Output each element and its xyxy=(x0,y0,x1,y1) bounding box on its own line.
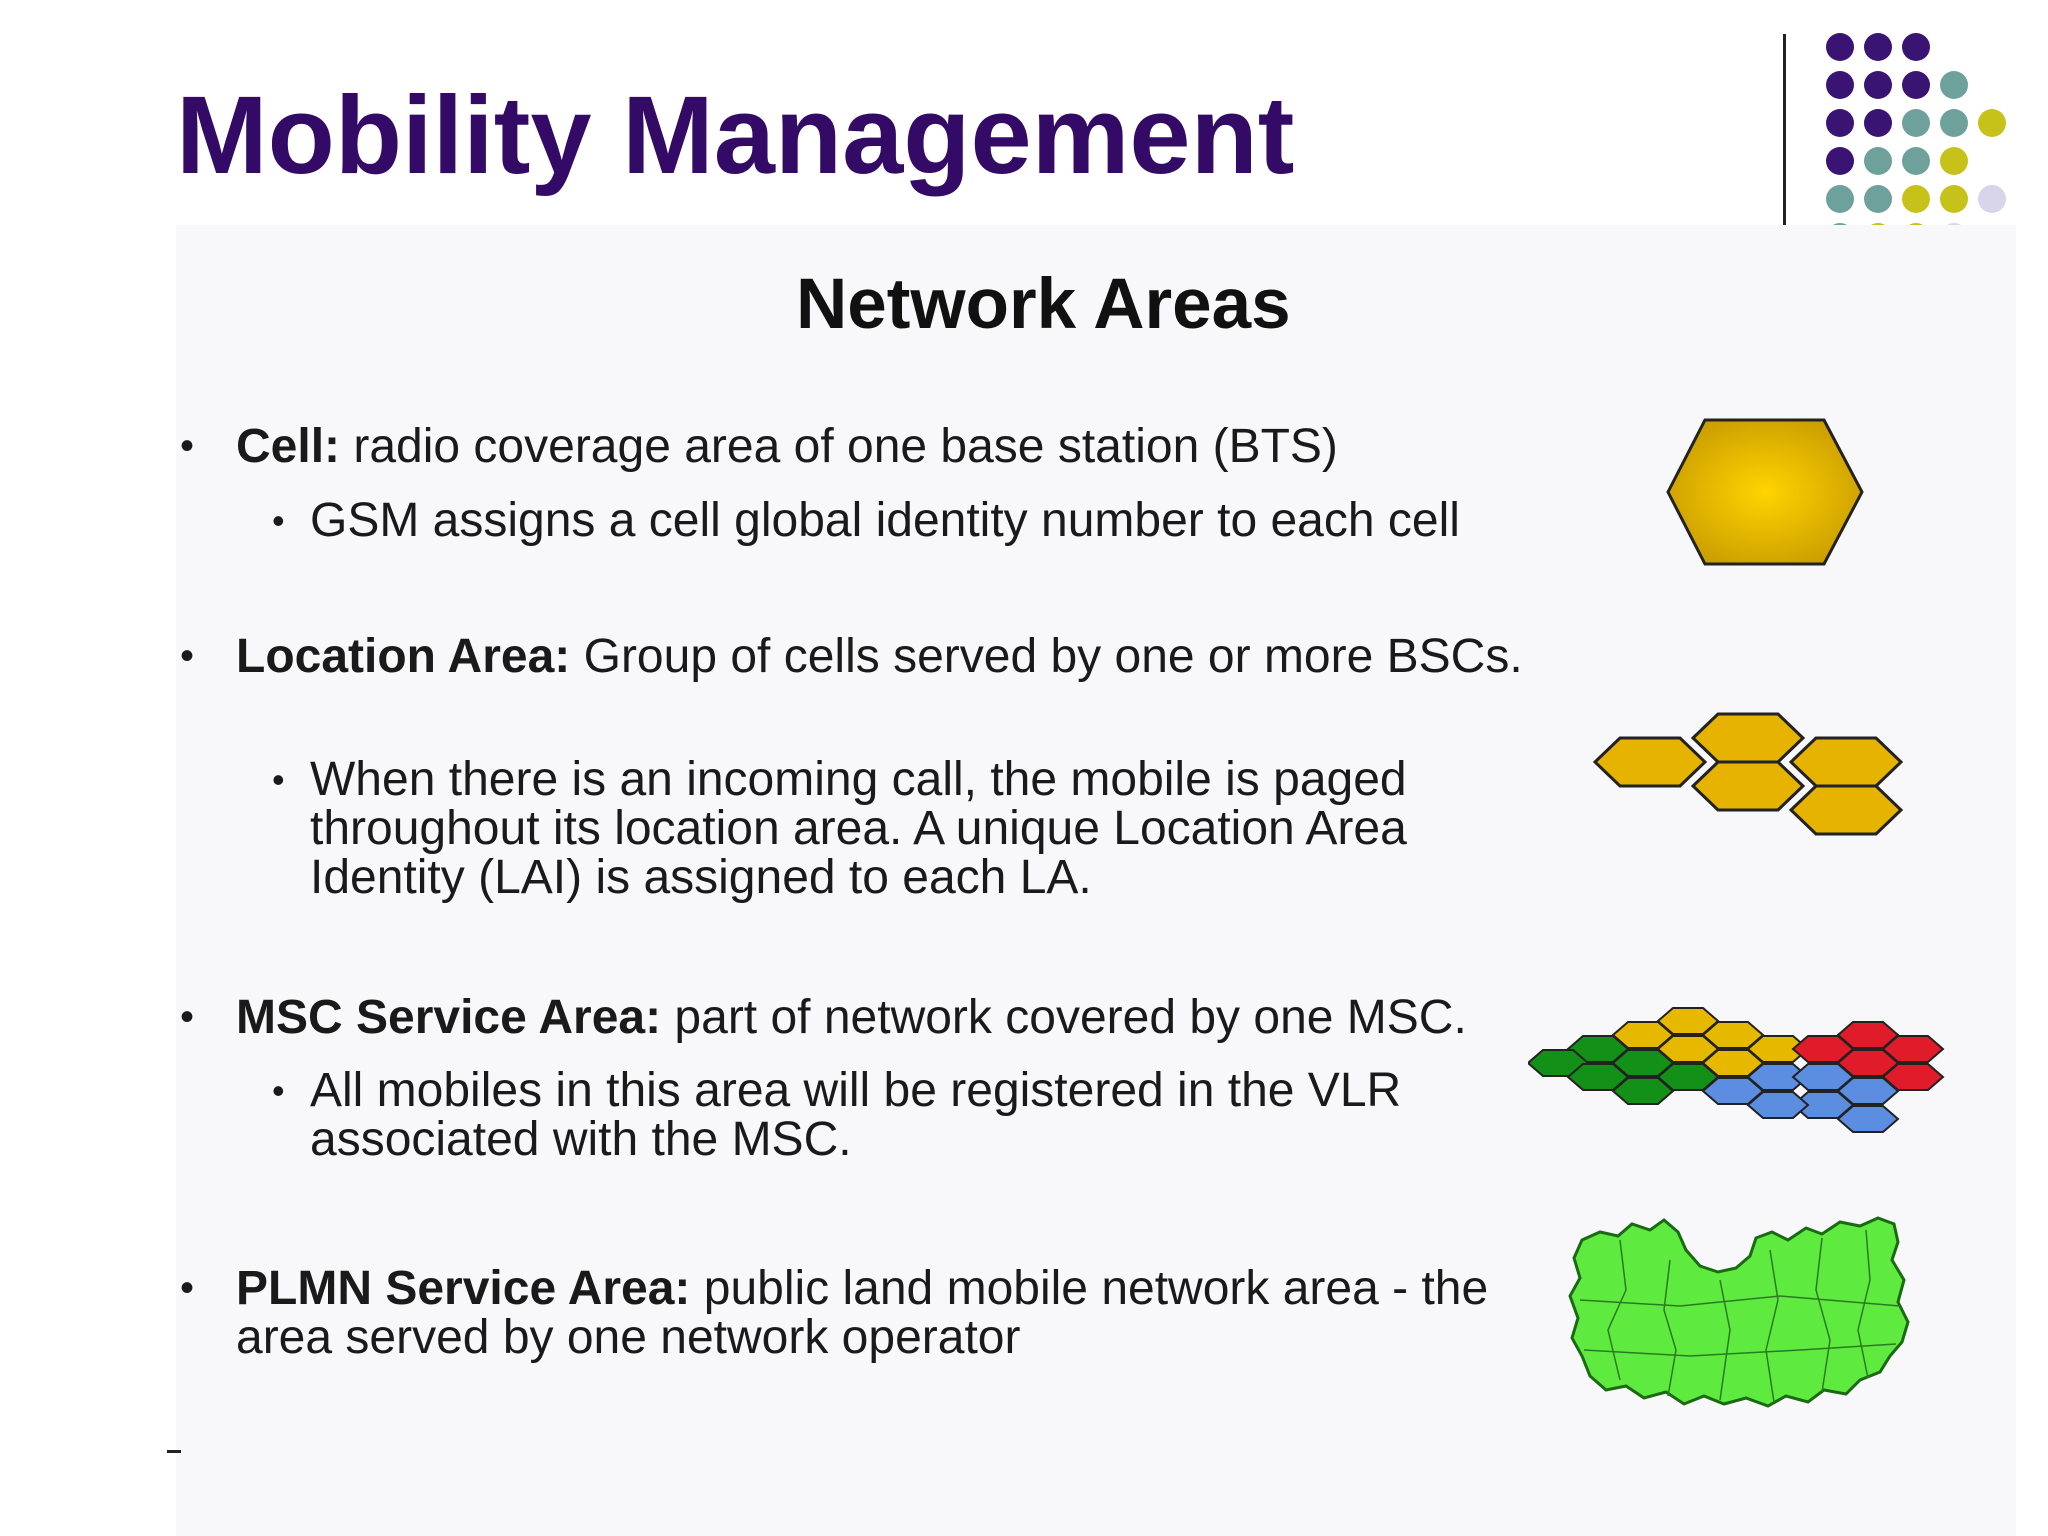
bullet-term: PLMN Service Area: xyxy=(236,1262,691,1315)
decorative-dot-grid xyxy=(0,0,2048,260)
decorative-dot xyxy=(1864,185,1892,213)
hexagon-cell xyxy=(1746,1091,1810,1119)
sub-bullet-msc-service-area: • All mobiles in this area will be regis… xyxy=(272,1064,1460,1166)
decorative-dot xyxy=(1864,33,1892,61)
bullet-marker: • xyxy=(180,995,195,1039)
sub-bullet-text: When there is an incoming call, the mobi… xyxy=(310,753,1407,904)
sub-bullet-text: All mobiles in this area will be registe… xyxy=(310,1064,1402,1166)
decorative-dot xyxy=(1902,147,1930,175)
bullet-location-area: • Location Area: Group of cells served b… xyxy=(180,630,1536,683)
decorative-dot xyxy=(1826,71,1854,99)
bullet-term: Location Area: xyxy=(236,630,571,683)
bullet-marker: • xyxy=(180,634,195,678)
decorative-dot xyxy=(1864,109,1892,137)
hexagon-cell xyxy=(1836,1105,1900,1133)
decorative-dot xyxy=(1940,185,1968,213)
decorative-dot xyxy=(1978,109,2006,137)
bullet-msc-service-area: • MSC Service Area: part of network cove… xyxy=(180,991,1536,1044)
hexagon-cluster-icon xyxy=(1592,712,1904,836)
decorative-dot xyxy=(1826,33,1854,61)
bullet-term: MSC Service Area: xyxy=(236,991,662,1044)
bullet-description: public land mobile network area - the ar… xyxy=(236,1262,1489,1364)
green-country-map-icon xyxy=(1568,1216,1910,1408)
decorative-dot xyxy=(1902,185,1930,213)
sub-bullet-marker: • xyxy=(272,759,285,800)
bullet-cell: • Cell: radio coverage area of one base … xyxy=(180,420,1536,473)
section-heading: Network Areas xyxy=(796,265,1291,344)
decorative-dot xyxy=(1864,147,1892,175)
sub-bullet-marker: • xyxy=(272,500,285,541)
bullet-description: Group of cells served by one or more BSC… xyxy=(570,630,1523,683)
decorative-dot xyxy=(1902,71,1930,99)
bullet-description: part of network covered by one MSC. xyxy=(661,991,1467,1044)
decorative-dot xyxy=(1940,109,1968,137)
title-divider xyxy=(1783,34,1786,254)
decorative-dot xyxy=(1940,147,1968,175)
sub-bullet-marker: • xyxy=(272,1070,285,1111)
decorative-dot xyxy=(1902,109,1930,137)
multicolor-hexagon-grid-icon xyxy=(1528,1007,1945,1133)
footer-dash xyxy=(167,1450,181,1453)
sub-bullet-text: GSM assigns a cell global identity numbe… xyxy=(310,494,1460,547)
bullet-term: Cell: xyxy=(236,420,341,473)
decorative-dot xyxy=(1826,109,1854,137)
bullet-marker: • xyxy=(180,1266,195,1310)
decorative-dot xyxy=(1940,71,1968,99)
decorative-dot xyxy=(1826,147,1854,175)
hexagon-cell xyxy=(1611,1077,1675,1105)
bullet-description: radio coverage area of one base station … xyxy=(340,420,1338,473)
slide-title: Mobility Management xyxy=(176,74,1295,197)
bullet-marker: • xyxy=(180,424,195,468)
decorative-dot xyxy=(1864,71,1892,99)
bullet-plmn-service-area: • PLMN Service Area: public land mobile … xyxy=(180,1262,1526,1364)
single-hexagon-icon xyxy=(1666,418,1864,566)
sub-bullet-cell: • GSM assigns a cell global identity num… xyxy=(272,494,1490,547)
sub-bullet-location-area: • When there is an incoming call, the mo… xyxy=(272,753,1490,904)
decorative-dot xyxy=(1978,185,2006,213)
decorative-dot xyxy=(1902,33,1930,61)
decorative-dot xyxy=(1826,185,1854,213)
